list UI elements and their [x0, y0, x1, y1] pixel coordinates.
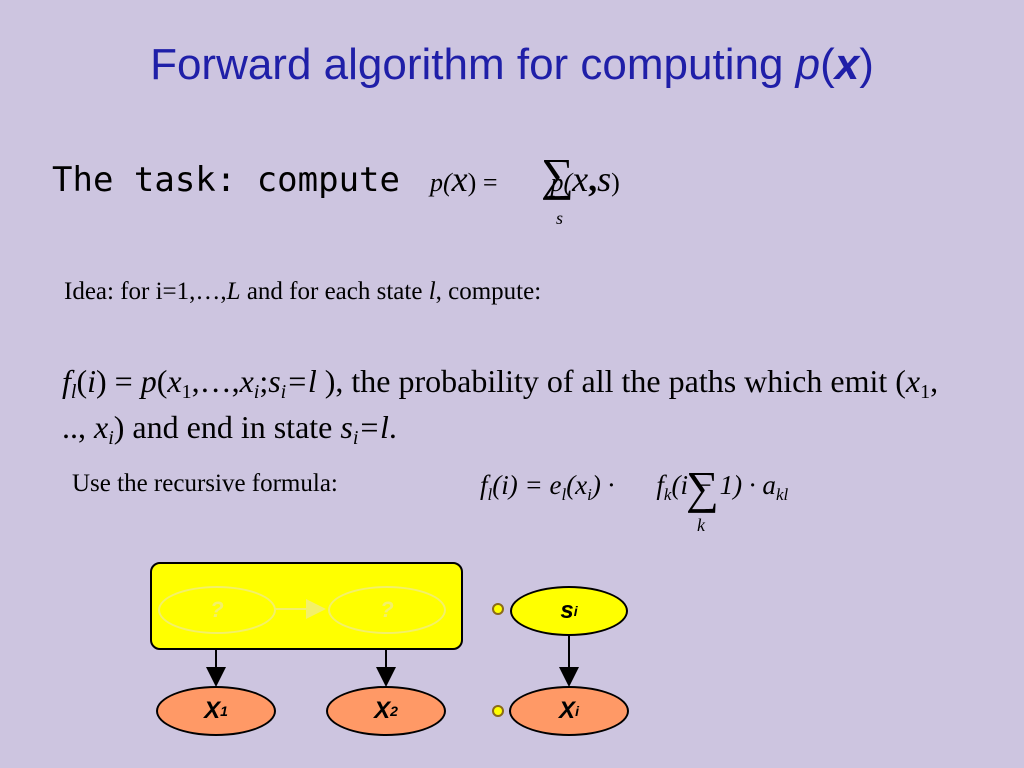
eq2-k: k	[663, 485, 672, 504]
eq1-sum-symbol: ∑	[541, 149, 574, 200]
def-i: i	[87, 363, 96, 399]
def-tail1: ), the probability of all the paths whic…	[316, 363, 906, 399]
def-open: (	[156, 363, 168, 399]
connector-dot-bottom	[492, 705, 504, 717]
eq2-f: f	[480, 470, 488, 500]
def-tail2: ) and end in state	[113, 409, 341, 445]
title-p: p	[795, 40, 821, 89]
title-text: Forward algorithm for computing	[150, 40, 796, 89]
recursive-formula: fl(i) = el(xi) ·fk(i − 1) · akl	[480, 470, 789, 504]
eq2-x-open: (x	[566, 470, 588, 500]
def-f: f	[62, 363, 71, 399]
eq1-comma: ,	[588, 159, 598, 199]
def-sub1: 1	[181, 381, 192, 403]
def-rp-eq: ) =	[96, 363, 141, 399]
eq1-sum-index: s	[556, 208, 564, 228]
idea-L: L	[226, 278, 241, 305]
eq1-x2: x	[572, 159, 589, 199]
idea-l: l	[428, 278, 436, 305]
def-s: s	[268, 363, 281, 399]
x1-label: X	[204, 697, 221, 724]
title-close-paren: )	[859, 40, 874, 89]
def-s-end: s	[340, 409, 353, 445]
x2-label: X	[374, 697, 391, 724]
idea-middle: and for each state	[240, 278, 429, 305]
eq2-l: l	[487, 485, 493, 504]
eq1-p-open: p(	[430, 168, 452, 197]
eq1-equals: ) =	[467, 168, 498, 197]
recursive-label: Use the recursive formula:	[72, 470, 338, 497]
idea-suffix: , compute:	[435, 278, 542, 305]
def-eq-l: =l	[286, 363, 317, 399]
def-eq-end: =l	[358, 409, 389, 445]
def-p: p	[140, 363, 157, 399]
def-subi2: i	[280, 381, 287, 403]
def-mid: , ..,	[62, 363, 939, 445]
eq2-f2: f	[656, 470, 664, 500]
def-x-a: x	[905, 363, 921, 399]
task-label: The task: compute	[52, 160, 400, 200]
def-sub-b: i	[108, 427, 114, 449]
si-label: s	[560, 597, 574, 624]
title-x: x	[834, 40, 860, 89]
def-x1: x	[167, 363, 182, 399]
connector-dot-top	[492, 603, 504, 615]
forward-definition: fl(i) = p(x1,…,xi;si=l ), the probabilit…	[62, 358, 962, 450]
eq2-sum-index: k	[697, 515, 705, 535]
def-semi: ;	[259, 363, 269, 399]
def-xi: x	[239, 363, 254, 399]
eq2-i-sub: i	[587, 485, 592, 504]
eq2-sum-symbol: ∑	[686, 462, 719, 513]
eq1-close: )	[611, 168, 620, 197]
def-sub-a: 1	[920, 381, 931, 403]
def-dots: ,…,	[191, 363, 240, 399]
eq2-rest: (i − 1) · a	[671, 470, 776, 500]
eq2-i-part: (i) =	[492, 470, 550, 500]
eq2-e: e	[549, 470, 562, 500]
def-sub-end: i	[352, 427, 359, 449]
task-formula: p(x) = p(x,s)	[430, 158, 620, 200]
eq2-x-close: ) ·	[591, 470, 615, 500]
eq1-s2: s	[597, 159, 612, 199]
idea-text: Idea: for i=1,…,L and for each state l, …	[64, 278, 541, 306]
def-x-b: x	[94, 409, 109, 445]
def-lp: (	[76, 363, 88, 399]
eq1-x: x	[451, 159, 468, 199]
def-l-sub: l	[70, 381, 77, 403]
xi-label: X	[559, 697, 576, 724]
ghost-state-2: ?	[328, 586, 446, 634]
ghost-1-label: ?	[210, 597, 224, 622]
def-subi: i	[253, 381, 260, 403]
ghost-2-label: ?	[380, 597, 394, 622]
eq1-p2-open: p(	[550, 168, 573, 197]
ghost-state-1: ?	[158, 586, 276, 634]
idea-prefix: Idea: for i=1,…,	[64, 278, 227, 305]
title-open-paren: (	[820, 40, 835, 89]
slide-title: Forward algorithm for computing p(x)	[0, 40, 1024, 90]
eq2-kl: kl	[775, 485, 789, 504]
eq2-l2: l	[561, 485, 567, 504]
def-period: .	[388, 409, 397, 445]
